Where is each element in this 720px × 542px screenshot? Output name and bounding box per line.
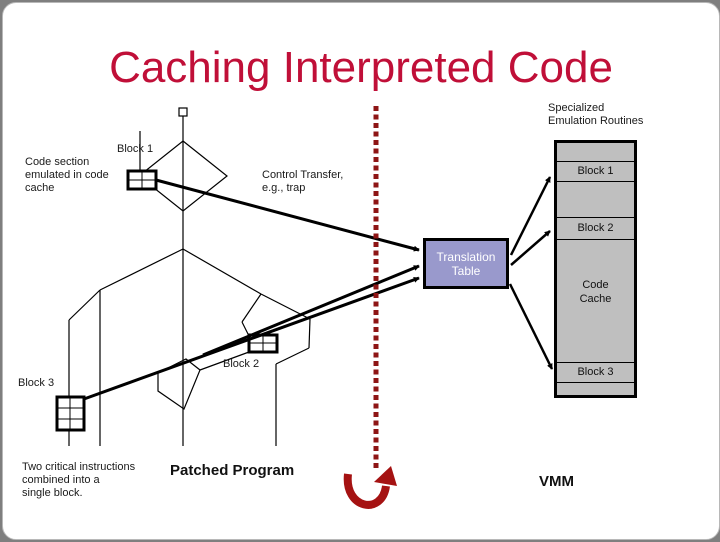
specialized-emulation-label: Specialized Emulation Routines xyxy=(548,102,644,127)
slide-title: Caching Interpreted Code xyxy=(109,43,613,92)
translation-table-box: Translation Table xyxy=(423,238,509,289)
vmm-label: VMM xyxy=(539,473,574,490)
cache-row-block2: Block 2 xyxy=(577,222,614,234)
cache-divider xyxy=(557,382,634,383)
diagram-drawing xyxy=(55,106,554,509)
block3-grid xyxy=(55,395,86,432)
flow-start-node xyxy=(178,107,188,117)
cache-divider xyxy=(557,161,634,162)
control-transfer-note: Control Transfer, e.g., trap xyxy=(262,169,344,194)
code-cache-label: Code Cache xyxy=(579,279,612,305)
flow-pentagon xyxy=(157,358,201,410)
decision-diamond xyxy=(138,140,228,212)
table-to-cache-arrows xyxy=(508,176,554,370)
code-cache-box: Block 1 Block 2 Block 3 Code Cache xyxy=(554,140,637,398)
cache-divider xyxy=(557,217,634,218)
cache-row-block3: Block 3 xyxy=(577,366,614,378)
block1-label: Block 1 xyxy=(117,143,154,155)
cache-divider xyxy=(557,181,634,182)
code-section-note: Code section emulated in code cache xyxy=(25,156,109,194)
two-critical-note: Two critical instructions combined into … xyxy=(22,461,136,499)
block3-label: Block 3 xyxy=(18,377,55,389)
instruction-blocks xyxy=(55,169,279,432)
return-uturn-arrow xyxy=(343,466,397,509)
block2-label: Block 2 xyxy=(223,358,260,370)
block1-grid xyxy=(126,169,158,191)
cache-row-block1: Block 1 xyxy=(577,165,614,177)
cache-divider xyxy=(557,362,634,363)
patched-program-label: Patched Program xyxy=(170,462,295,479)
cache-divider xyxy=(557,239,634,240)
